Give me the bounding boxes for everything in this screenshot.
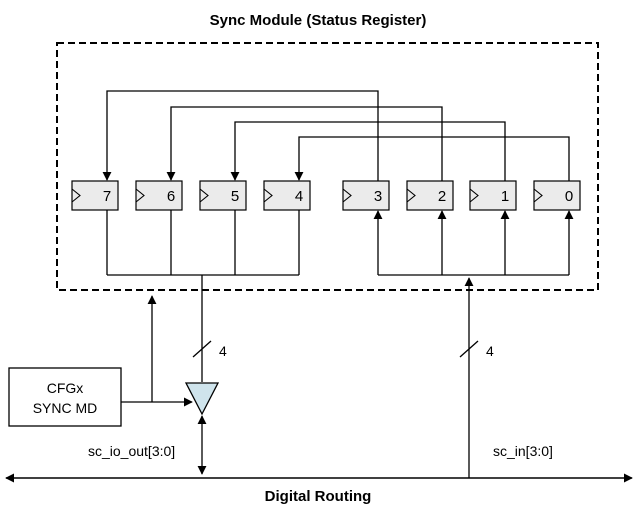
register-bit-7: 7 bbox=[71, 180, 119, 211]
clock-icon bbox=[263, 188, 273, 203]
register-label: 1 bbox=[501, 188, 509, 205]
register-label: 6 bbox=[167, 188, 175, 205]
register-bit-0: 0 bbox=[533, 180, 581, 211]
clock-icon bbox=[135, 188, 145, 203]
feedback-line-3-to-7 bbox=[102, 90, 379, 181]
register-bit-4: 4 bbox=[263, 180, 311, 211]
register-label: 3 bbox=[374, 188, 382, 205]
in-bus-width-label: 4 bbox=[486, 343, 494, 359]
register-label: 5 bbox=[231, 188, 239, 205]
register-bit-3: 3 bbox=[342, 180, 390, 211]
register-bit-1: 1 bbox=[469, 180, 517, 211]
clock-icon bbox=[199, 188, 209, 203]
register-bit-5: 5 bbox=[199, 180, 247, 211]
clock-icon bbox=[533, 188, 543, 203]
clock-icon bbox=[469, 188, 479, 203]
feedback-lines bbox=[102, 90, 570, 181]
register-bit-6: 6 bbox=[135, 180, 183, 211]
feedback-line-1-to-5 bbox=[230, 121, 506, 181]
digital-routing-label: Digital Routing bbox=[265, 488, 372, 505]
register-bit-2: 2 bbox=[406, 180, 454, 211]
out-bus-width-label: 4 bbox=[219, 343, 227, 359]
module-title: Sync Module (Status Register) bbox=[210, 12, 427, 29]
signal-out-label: sc_io_out[3:0] bbox=[88, 443, 175, 459]
register-bank: 7 6 5 4 3 2 1 0 bbox=[71, 180, 581, 211]
combine-lines bbox=[106, 210, 574, 276]
feedback-line-0-to-4 bbox=[294, 136, 570, 181]
register-label: 4 bbox=[295, 188, 303, 205]
register-label: 0 bbox=[565, 188, 573, 205]
register-label: 2 bbox=[438, 188, 446, 205]
cfg-box-line1: CFGx bbox=[47, 380, 84, 396]
cfg-sync-md-box bbox=[8, 367, 122, 427]
module-boundary bbox=[56, 42, 599, 291]
signal-in-label: sc_in[3:0] bbox=[493, 443, 553, 459]
clock-icon bbox=[342, 188, 352, 203]
output-buffer bbox=[184, 382, 220, 416]
clock-icon bbox=[406, 188, 416, 203]
out-bus-slash bbox=[192, 340, 212, 358]
cfg-box-line2: SYNC MD bbox=[33, 400, 98, 416]
in-bus-slash bbox=[459, 340, 479, 358]
register-label: 7 bbox=[103, 188, 111, 205]
clock-icon bbox=[71, 188, 81, 203]
feedback-line-2-to-6 bbox=[166, 106, 443, 181]
